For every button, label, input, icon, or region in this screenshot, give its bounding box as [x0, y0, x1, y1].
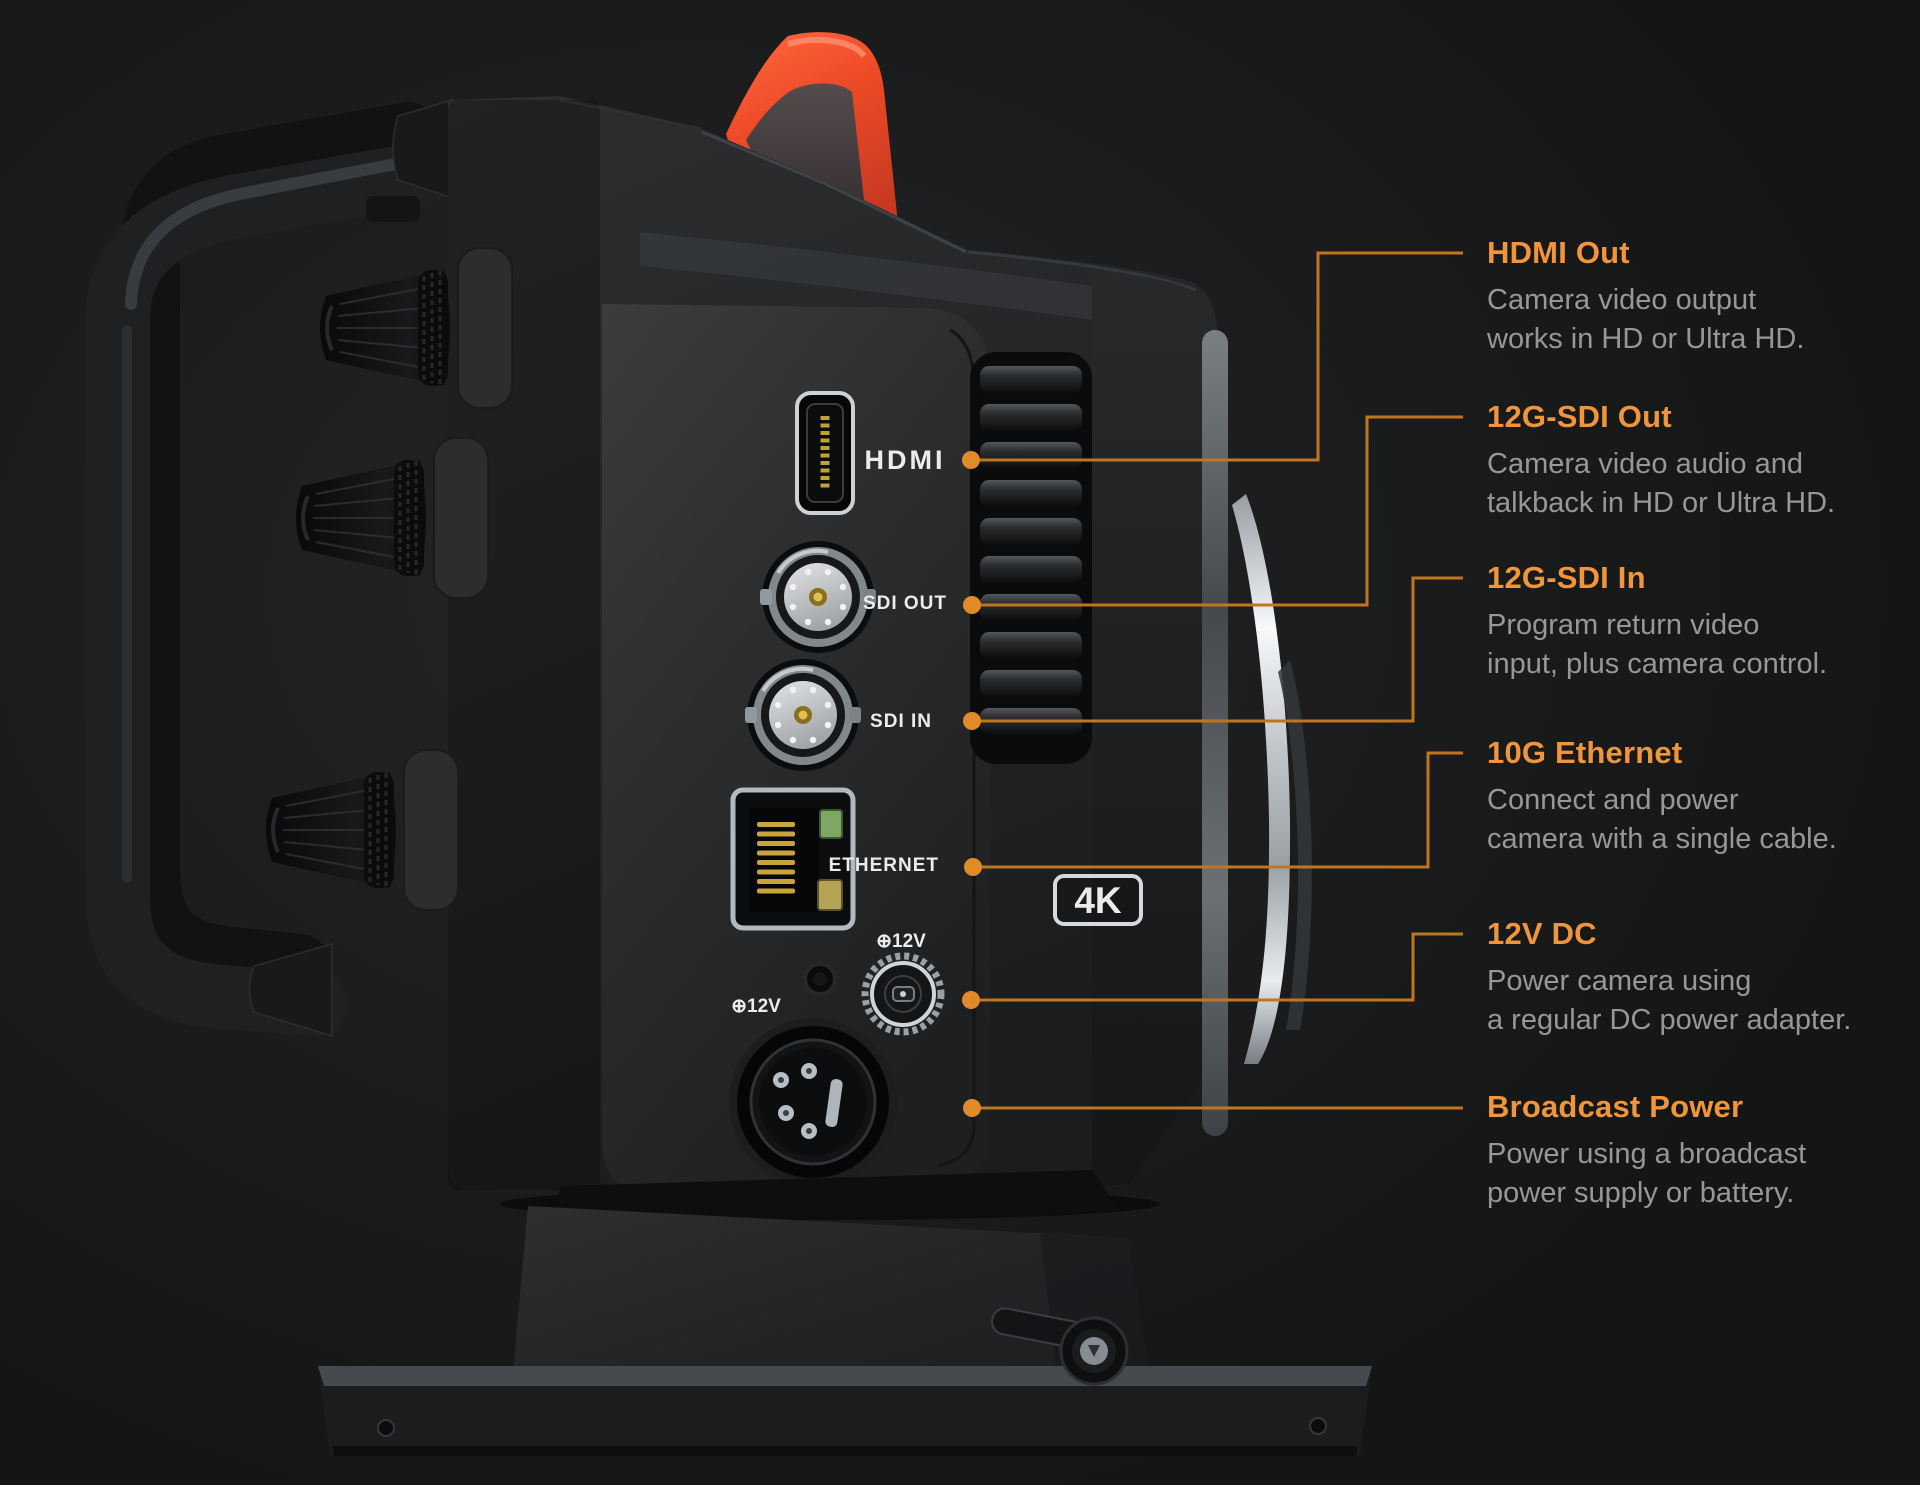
xlr-power-connector [729, 1018, 897, 1186]
callout-title: Broadcast Power [1487, 1089, 1744, 1124]
4k-badge: 4K [1053, 874, 1143, 926]
callout-line-12v-dc [971, 932, 1463, 1002]
callout-12v-dc: 12V DC Power camera using a regular DC p… [1487, 916, 1907, 1039]
locking-lever [991, 1307, 1129, 1386]
callout-dot-ethernet [964, 858, 982, 876]
callout-line-sdi-out [972, 415, 1463, 607]
callout-desc-line1: Camera video audio and [1487, 448, 1803, 480]
callout-dot-sdi-out [963, 596, 981, 614]
callout-line-sdi-in [972, 576, 1463, 723]
ethernet-label: ETHERNET [829, 855, 939, 876]
sdi-out-label: SDI OUT [863, 593, 947, 614]
callout-hdmi-out: HDMI Out Camera video output works in HD… [1487, 235, 1907, 358]
handle [86, 98, 453, 1038]
callout-sdi-in: 12G-SDI In Program return video input, p… [1487, 560, 1907, 683]
callout-title: HDMI Out [1487, 235, 1630, 270]
reset-button [803, 962, 837, 996]
callout-desc-line1: Power camera using [1487, 965, 1752, 997]
ethernet-led-green [819, 809, 843, 839]
callout-desc-line2: a regular DC power adapter. [1487, 1003, 1852, 1036]
callout-lines [971, 251, 1463, 1110]
callout-dot-hdmi-out [962, 451, 980, 469]
xlr-12v-label: ⊕12V [731, 996, 781, 1017]
lens-mount [1092, 270, 1312, 1188]
callout-dots [962, 451, 982, 1117]
ethernet-port [730, 787, 856, 931]
focus-knob-middle [294, 436, 490, 600]
focus-knob-bottom [264, 748, 460, 912]
callout-line-hdmi-out [971, 251, 1463, 462]
lens-mount-ring [1232, 494, 1291, 1064]
vent-fins [970, 352, 1092, 764]
rail-screw-hole-right [1309, 1417, 1327, 1435]
callout-dot-sdi-in [963, 712, 981, 730]
callout-desc-line2: camera with a single cable. [1487, 822, 1837, 855]
rail-screw-hole-left [377, 1419, 395, 1437]
callout-line-ethernet [973, 751, 1463, 869]
base-rail [318, 1366, 1372, 1456]
callout-desc-line2: talkback in HD or Ultra HD. [1487, 486, 1836, 519]
callout-sdi-out: 12G-SDI Out Camera video audio and talkb… [1487, 399, 1907, 522]
callout-title: 10G Ethernet [1487, 735, 1683, 770]
callout-desc-line2: power supply or battery. [1487, 1176, 1795, 1209]
callout-desc-line1: Program return video [1487, 609, 1760, 641]
callout-title: 12G-SDI In [1487, 560, 1646, 595]
callout-title: 12G-SDI Out [1487, 399, 1672, 434]
mount-plate-rim [1202, 330, 1228, 1136]
callout-desc-line1: Power using a broadcast [1487, 1138, 1807, 1170]
callout-desc-line2: works in HD or Ultra HD. [1487, 322, 1805, 355]
callout-dot-broadcast-power [963, 1099, 981, 1117]
handle-bottom-mount [248, 943, 333, 1038]
dc-12v-socket [861, 952, 945, 1036]
sdi-in-label: SDI IN [870, 711, 932, 732]
callout-title: 12V DC [1487, 916, 1597, 951]
callout-desc-line1: Connect and power [1487, 784, 1739, 816]
handle-top-mount [392, 98, 453, 200]
hdmi-port-label: HDMI [865, 445, 946, 475]
callout-desc-line1: Camera video output [1487, 284, 1757, 316]
ethernet-led-yellow [817, 879, 843, 911]
callout-dot-12v-dc [962, 991, 980, 1009]
callout-ethernet: 10G Ethernet Connect and power camera wi… [1487, 735, 1907, 858]
hdmi-port [795, 391, 855, 515]
callout-desc-line2: input, plus camera control. [1487, 647, 1828, 680]
mount-base [318, 1170, 1372, 1456]
dc-12v-label: ⊕12V [876, 931, 926, 952]
4k-badge-label: 4K [1074, 880, 1122, 921]
focus-knob-top [318, 246, 514, 410]
callout-broadcast-power: Broadcast Power Power using a broadcast … [1487, 1089, 1907, 1212]
